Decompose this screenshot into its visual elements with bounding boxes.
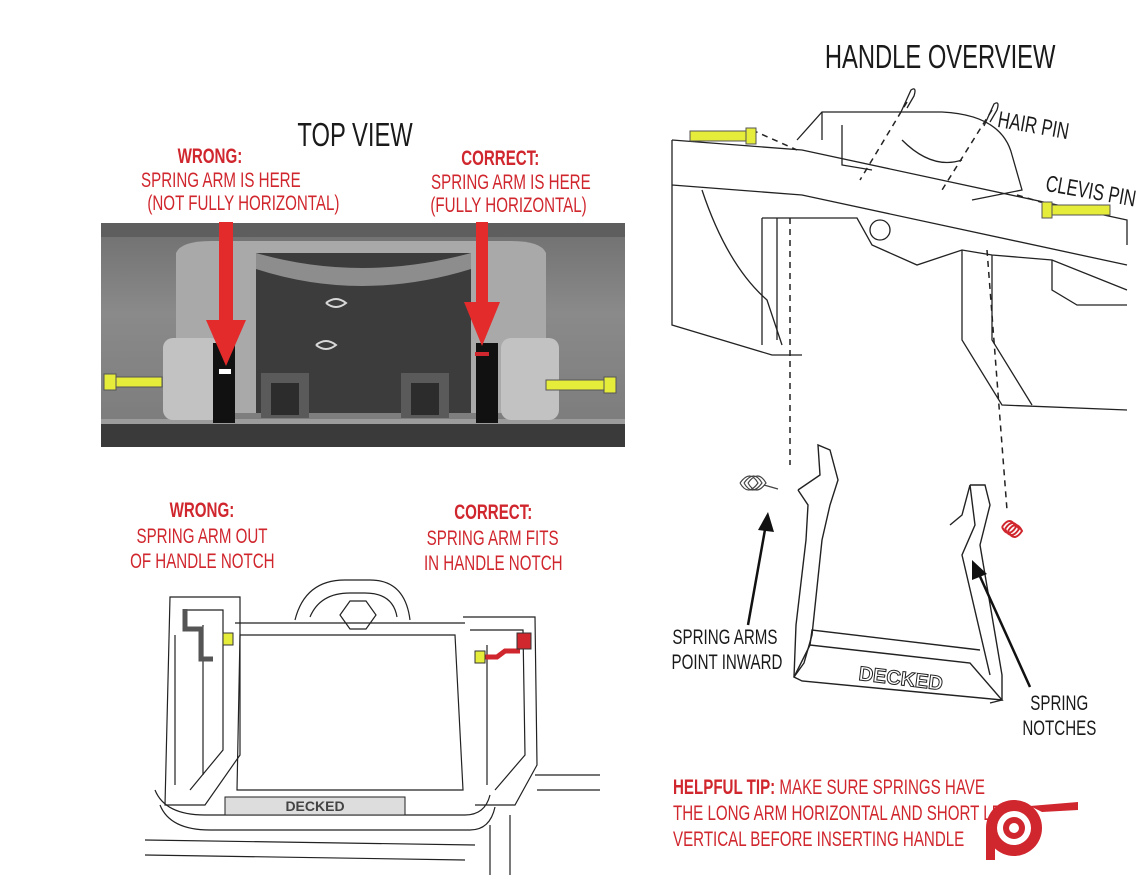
top-wrong-line1: SPRING ARM IS HERE bbox=[141, 169, 301, 192]
top-left-clevis-pin-icon bbox=[103, 373, 163, 391]
notch-wrong-line2: OF HANDLE NOTCH bbox=[130, 550, 275, 573]
tip-line1: MAKE SURE SPRINGS HAVE bbox=[779, 776, 985, 799]
notch-wrong-heading: WRONG: bbox=[169, 499, 235, 522]
tip-heading: HELPFUL TIP: bbox=[673, 776, 776, 799]
top-correct-callout: CORRECT: SPRING ARM IS HERE (FULLY HORIZ… bbox=[400, 148, 600, 216]
wrong-spring-mark bbox=[219, 369, 231, 374]
handle-arms-drawing: DECKED bbox=[739, 443, 1024, 704]
top-correct-line1: SPRING ARM IS HERE bbox=[431, 171, 591, 194]
top-correct-heading: CORRECT: bbox=[460, 147, 540, 170]
helpful-tip: HELPFUL TIP: MAKE SURE SPRINGS HAVE THE … bbox=[673, 777, 1146, 850]
hair-pin-icon bbox=[900, 88, 916, 113]
red-arrow-icon bbox=[206, 222, 246, 366]
top-right-clevis-pin-icon bbox=[545, 376, 617, 394]
spring-arms-arrow-icon bbox=[746, 512, 774, 626]
clevis-pin-icon bbox=[1041, 201, 1111, 219]
left-clevis-pin-icon bbox=[689, 127, 757, 145]
notch-view-drawing: DECKED bbox=[144, 579, 600, 875]
spring-notches-line1: SPRING bbox=[1030, 692, 1088, 715]
tip-line3: VERTICAL BEFORE INSERTING HANDLE bbox=[673, 828, 965, 851]
notch-decked-logo-icon: DECKED bbox=[285, 798, 344, 814]
spring-notches-arrow-icon bbox=[972, 560, 1032, 688]
spring-notches-line2: NOTCHES bbox=[1022, 717, 1096, 740]
spring-arms-line1: SPRING ARMS bbox=[672, 626, 778, 649]
notch-correct-line1: SPRING ARM FITS bbox=[427, 527, 559, 550]
handle-overview-drawing bbox=[671, 101, 1128, 511]
top-wrong-line2: (NOT FULLY HORIZONTAL) bbox=[147, 192, 340, 215]
correct-spring-mark bbox=[475, 352, 489, 356]
spring-arms-label: SPRING ARMS POINT INWARD bbox=[650, 627, 800, 673]
torsion-spring-icon bbox=[986, 800, 1078, 860]
top-wrong-heading: WRONG: bbox=[177, 145, 243, 168]
notch-wrong-line1: SPRING ARM OUT bbox=[136, 525, 268, 548]
red-arrow-icon bbox=[464, 222, 500, 346]
tip-line2: THE LONG ARM HORIZONTAL AND SHORT LEG bbox=[673, 802, 1014, 825]
top-wrong-callout: WRONG: SPRING ARM IS HERE (NOT FULLY HOR… bbox=[110, 145, 339, 214]
notch-wrong-callout: WRONG: SPRING ARM OUT OF HANDLE NOTCH bbox=[102, 500, 302, 572]
top-view-title: TOP VIEW bbox=[297, 116, 413, 153]
notch-correct-line2: IN HANDLE NOTCH bbox=[423, 552, 563, 575]
handle-overview-title: HANDLE OVERVIEW bbox=[824, 38, 1056, 75]
top-view-photo bbox=[101, 223, 625, 447]
hair-pin-icon bbox=[983, 102, 999, 127]
notch-correct-heading: CORRECT: bbox=[453, 501, 533, 524]
spring-arms-line2: POINT INWARD bbox=[671, 651, 783, 674]
top-correct-line2: (FULLY HORIZONTAL) bbox=[430, 194, 587, 217]
spring-notches-label: SPRING NOTCHES bbox=[1000, 693, 1118, 739]
notch-correct-callout: CORRECT: SPRING ARM FITS IN HANDLE NOTCH bbox=[393, 502, 593, 574]
